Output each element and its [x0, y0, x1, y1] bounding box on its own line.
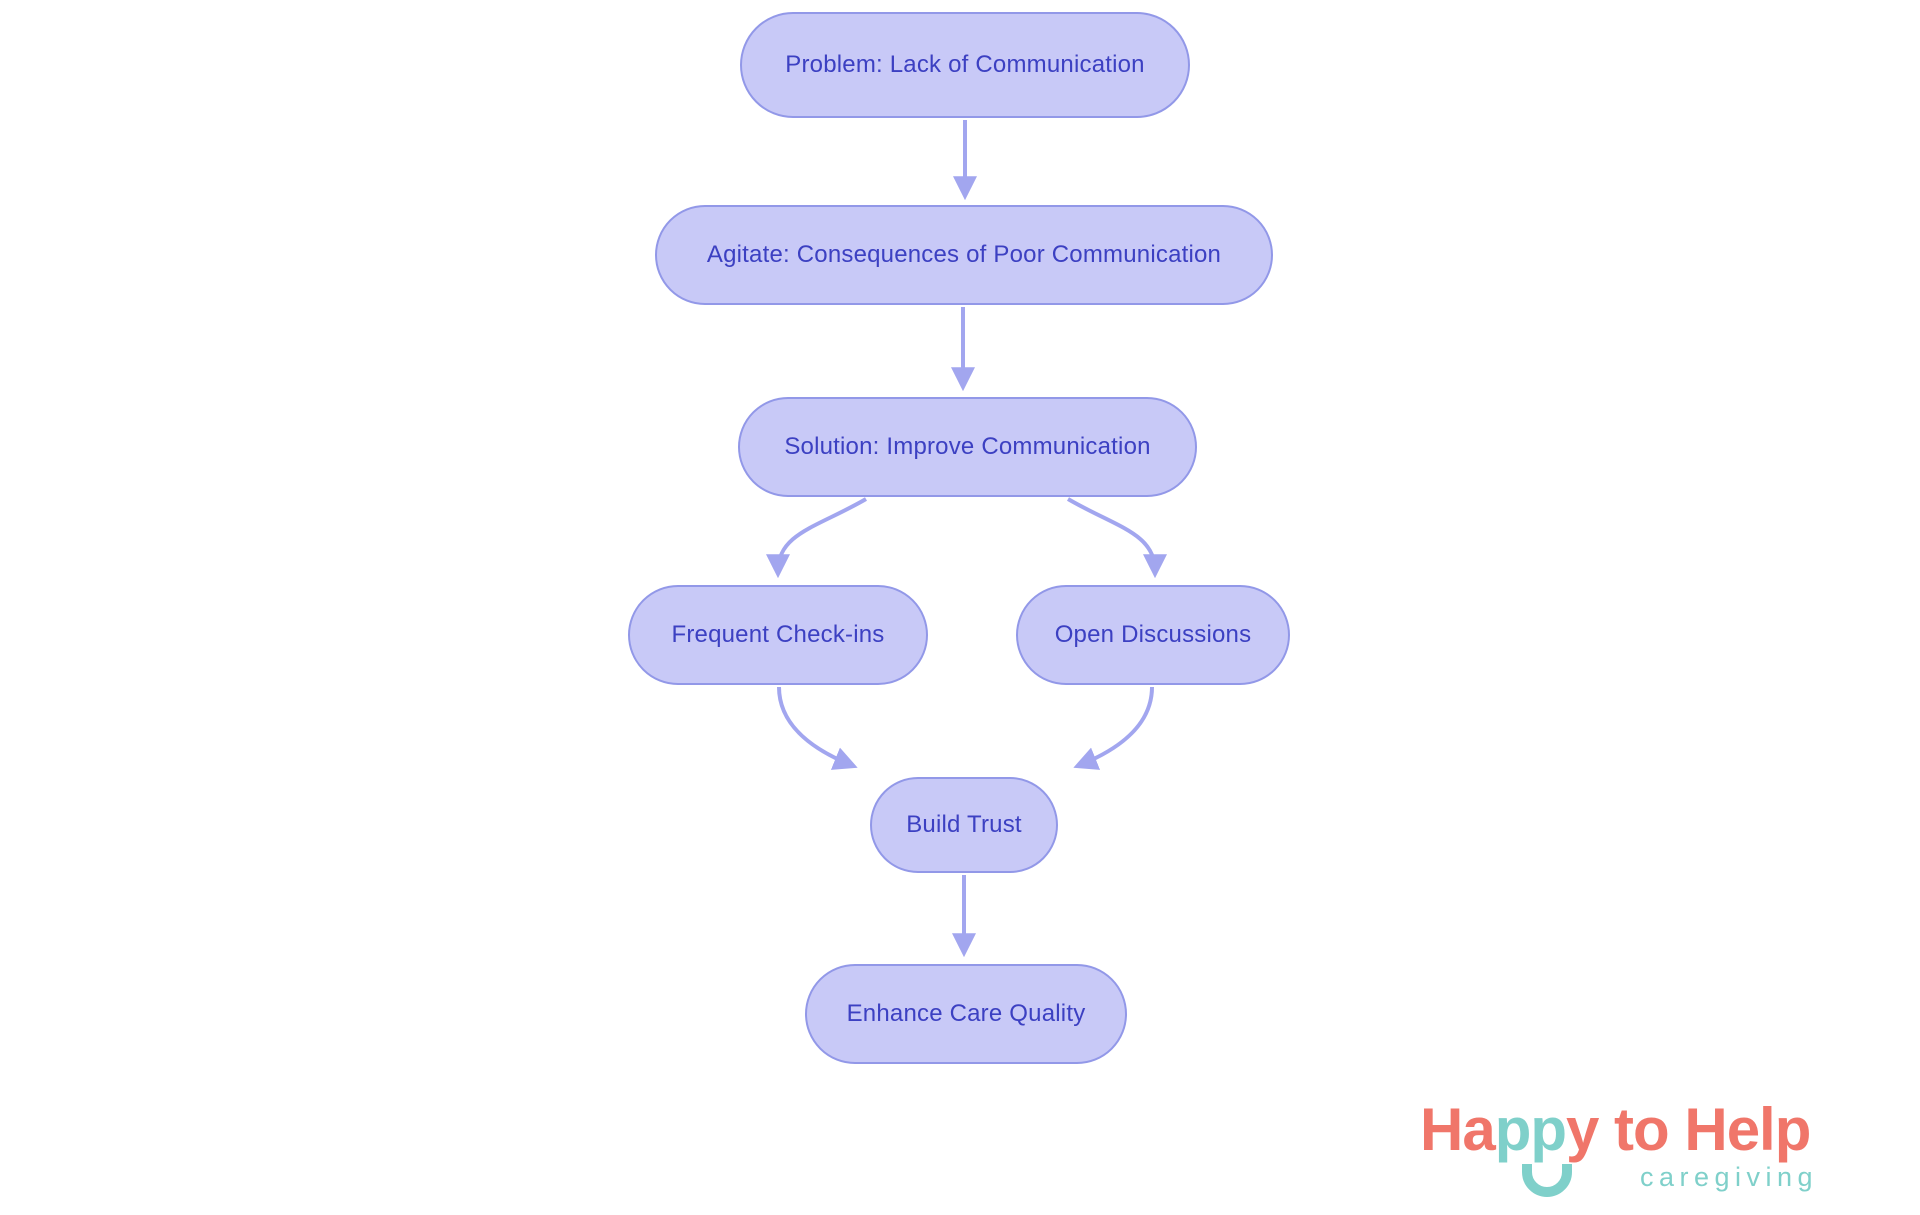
node-solution-label: Solution: Improve Communication — [784, 433, 1151, 460]
edge-solution-frequent — [766, 497, 868, 579]
node-enhance-label: Enhance Care Quality — [846, 1000, 1086, 1027]
node-agitate-label: Agitate: Consequences of Poor Communicat… — [706, 241, 1222, 268]
node-problem: Problem: Lack of Communication — [740, 12, 1190, 118]
smile-icon — [1522, 1164, 1572, 1197]
logo-pp: pp — [1494, 1096, 1567, 1163]
node-build-trust: Build Trust — [870, 777, 1058, 873]
logo-ha: Ha — [1420, 1096, 1496, 1163]
node-enhance-care-quality: Enhance Care Quality — [805, 964, 1127, 1064]
node-problem-label: Problem: Lack of Communication — [785, 51, 1145, 78]
node-agitate: Agitate: Consequences of Poor Communicat… — [655, 205, 1273, 305]
logo-tagline: caregiving — [1640, 1162, 1819, 1192]
edge-frequent-build — [777, 686, 858, 770]
node-solution: Solution: Improve Communication — [738, 397, 1197, 497]
edge-open-build — [1073, 686, 1154, 770]
node-open-label: Open Discussions — [1054, 621, 1252, 648]
happy-to-help-logo: Happy to Help caregiving — [1420, 1100, 1890, 1215]
node-build-label: Build Trust — [906, 811, 1022, 838]
edge-solution-open — [1066, 497, 1167, 579]
node-frequent-label: Frequent Check-ins — [671, 621, 885, 648]
node-frequent-check-ins: Frequent Check-ins — [628, 585, 928, 685]
logo-to-help: to Help — [1598, 1096, 1811, 1163]
logo-y: y — [1566, 1096, 1599, 1163]
node-open-discussions: Open Discussions — [1016, 585, 1290, 685]
logo-wordmark: Happy to Help — [1420, 1100, 1890, 1160]
